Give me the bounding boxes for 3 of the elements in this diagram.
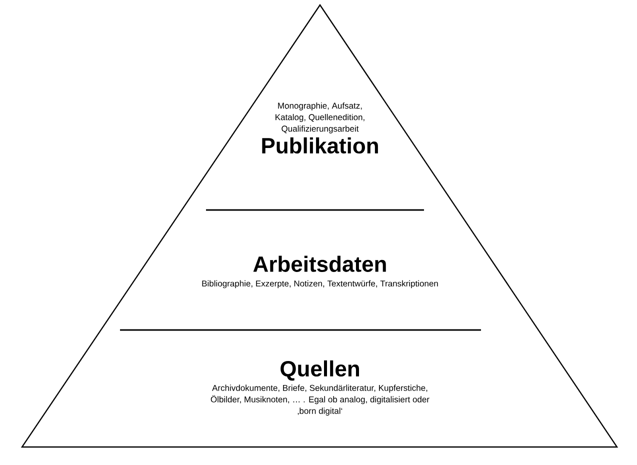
pyramid-level: Arbeitsdaten Bibliographie, Exzerpte, Notizen, Textentwürfe, Transkriptionen <box>202 256 438 288</box>
pyramid-level: Monographie, Aufsatz, Katalog, Quellenedition, Qualifizierungsarbeit Publikation <box>262 102 378 154</box>
pyramid-level: Quellen Archivdokumente, Briefe, Sekundärliteratur, Kupferstiche, Ölbilder, Musiknoten, … . Egal ob analog, digitalisiert oder ‚born digital‘ <box>210 360 430 416</box>
